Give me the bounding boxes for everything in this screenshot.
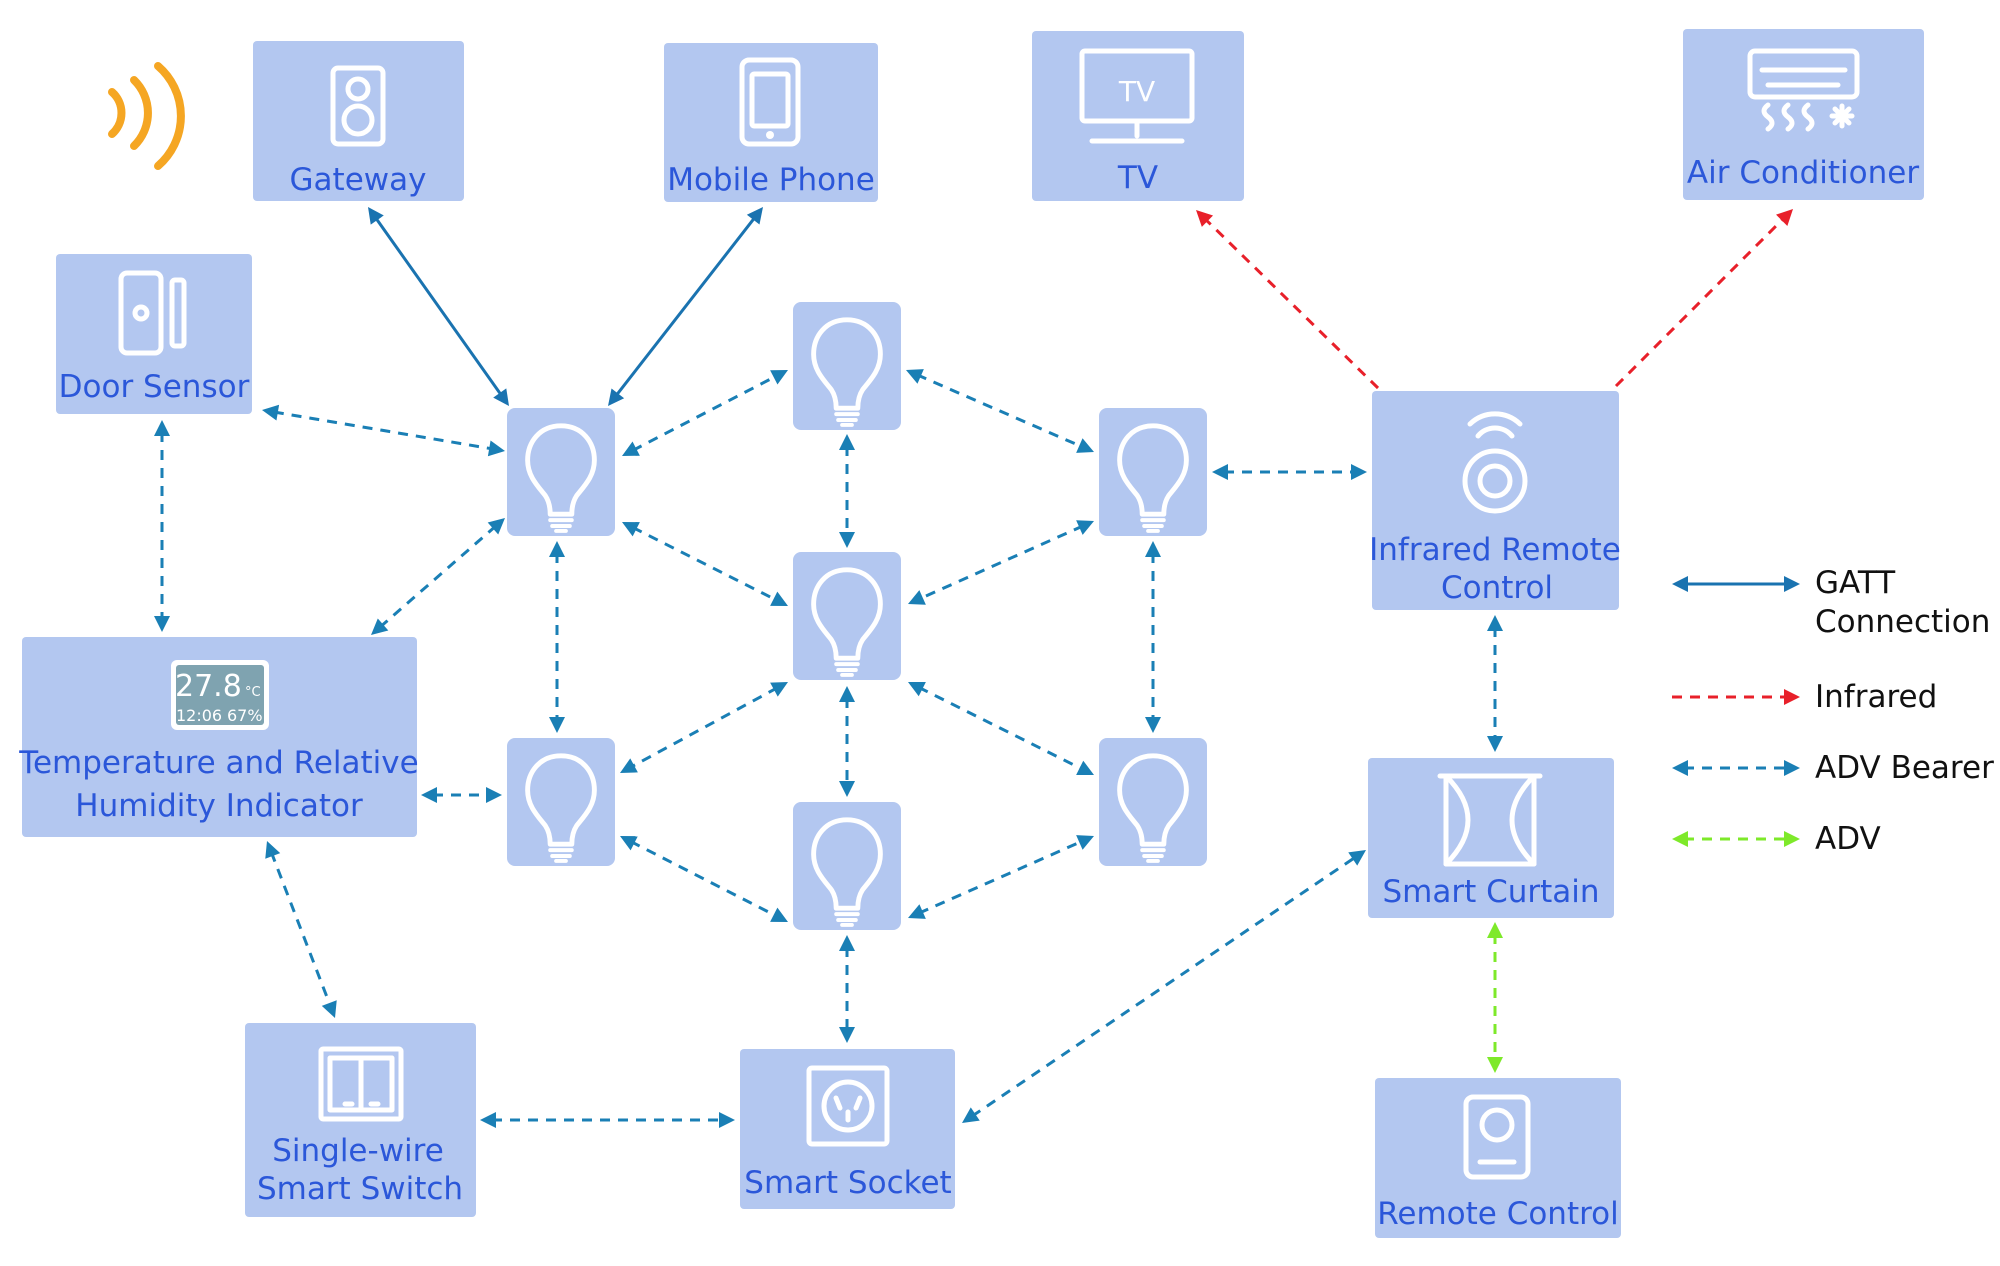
connection-lines (154, 207, 1793, 1128)
legend-adv-bearer-line (1672, 760, 1800, 776)
legend-infrared: Infrared (1815, 679, 1937, 715)
infrared-remote-node[interactable]: Infrared Remote Control (1369, 391, 1621, 610)
connection-bulb-4-to-bulb-7 (839, 686, 855, 797)
mobile-phone-node[interactable]: Mobile Phone (664, 43, 878, 202)
gateway-node[interactable]: Gateway (253, 41, 464, 201)
connection-bulb-7-to-smart-socket (839, 935, 855, 1043)
connection-bulb-1-to-bulb-2 (622, 370, 788, 456)
connection-bulb-1-to-bulb-4 (622, 522, 788, 606)
smart-curtain-node[interactable]: Smart Curtain (1368, 758, 1614, 918)
connection-bulb-3-to-bulb-4 (908, 520, 1094, 605)
tv-node[interactable]: TV TV (1032, 31, 1244, 201)
speaker-icon (330, 65, 386, 147)
connection-bulb-4-to-bulb-6 (908, 682, 1094, 775)
connection-infrared-remote-to-tv (1196, 210, 1380, 390)
remote-control-node[interactable]: Remote Control (1375, 1078, 1621, 1238)
legend-adv-bearer: ADV Bearer (1815, 750, 1994, 786)
lightbulb-node-2[interactable] (793, 302, 901, 430)
smart-socket-label: Smart Socket (744, 1165, 951, 1201)
legend-gatt-line (1672, 576, 1800, 592)
temp-humidity-label-line2: Humidity Indicator (75, 788, 363, 824)
gateway-label: Gateway (290, 162, 427, 198)
lcd-temp: 27.8 (175, 669, 242, 704)
legend-gatt-line2: Connection (1815, 604, 1990, 640)
lcd-temp-unit: °C (245, 685, 261, 700)
air-conditioner-label: Air Conditioner (1687, 155, 1919, 191)
legend: GATT Connection Infrared ADV Bearer ADV (1672, 565, 1994, 857)
smart-socket-node[interactable]: Smart Socket (740, 1049, 955, 1209)
lcd-humidity: 67% (227, 706, 263, 725)
connection-bulb-3-to-infrared-remote (1212, 464, 1367, 480)
curtain-icon (1437, 773, 1543, 867)
switch-icon (318, 1046, 404, 1122)
connection-infrared-remote-to-air-conditioner (1614, 209, 1793, 388)
socket-icon (806, 1065, 890, 1147)
lcd-display-icon: 27.8 °C 12:06 67% (171, 660, 269, 730)
connection-smart-curtain-to-remote-control (1487, 922, 1503, 1073)
legend-gatt-line1: GATT (1815, 565, 1896, 601)
legend-adv-line (1672, 831, 1800, 847)
infrared-remote-label-line2: Control (1441, 570, 1553, 606)
connection-bulb-1-to-temp-humidity (371, 518, 505, 635)
connection-bulb-2-to-bulb-3 (906, 369, 1094, 453)
lcd-time: 12:06 (176, 706, 222, 725)
connection-smart-socket-to-smart-curtain (962, 850, 1366, 1123)
connection-infrared-remote-to-smart-curtain (1487, 615, 1503, 752)
connection-mobile-phone-to-bulb-1 (608, 207, 763, 406)
mobile-phone-label: Mobile Phone (667, 162, 875, 198)
temp-humidity-node[interactable]: 27.8 °C 12:06 67% Temperature and Relati… (18, 637, 419, 837)
connection-bulb-3-to-bulb-6 (1145, 541, 1161, 733)
single-wire-switch-label-line1: Single-wire (272, 1133, 444, 1169)
lightbulb-node-1[interactable] (507, 408, 615, 536)
temp-humidity-label-line1: Temperature and Relative (18, 745, 418, 781)
air-conditioner-node[interactable]: Air Conditioner (1683, 29, 1924, 200)
connection-bulb-5-to-bulb-7 (620, 836, 788, 922)
tv-label: TV (1117, 160, 1158, 196)
connection-door-sensor-to-bulb-1 (262, 404, 505, 457)
legend-adv: ADV (1815, 821, 1881, 857)
legend-line-samples (1672, 576, 1800, 847)
connection-bulb-7-to-bulb-6 (908, 835, 1094, 919)
connection-gateway-to-bulb-1 (368, 207, 509, 406)
door-sensor-icon (118, 270, 187, 356)
connection-door-sensor-to-temp-humidity (154, 420, 170, 632)
connection-bulb-1-to-bulb-5 (549, 541, 565, 733)
phone-icon (739, 57, 801, 147)
single-wire-switch-node[interactable]: Single-wire Smart Switch (245, 1023, 476, 1217)
remote-control-label: Remote Control (1377, 1196, 1619, 1232)
connection-single-wire-switch-to-smart-socket (480, 1112, 735, 1128)
lightbulb-node-7[interactable] (793, 802, 901, 930)
infrared-remote-label-line1: Infrared Remote (1369, 532, 1621, 568)
lightbulb-node-5[interactable] (507, 738, 615, 866)
connection-temp-humidity-to-bulb-5 (421, 787, 502, 803)
tv-icon-text: TV (1118, 75, 1155, 108)
smart-curtain-label: Smart Curtain (1382, 874, 1599, 910)
connection-bulb-2-to-bulb-4 (839, 434, 855, 548)
single-wire-switch-label-line2: Smart Switch (257, 1171, 463, 1207)
wireless-signal-icon (108, 62, 185, 170)
lightbulb-node-4[interactable] (793, 552, 901, 680)
connection-bulb-4-to-bulb-5 (620, 682, 788, 773)
door-sensor-node[interactable]: Door Sensor (56, 254, 252, 414)
lightbulb-node-6[interactable] (1099, 738, 1207, 866)
door-sensor-label: Door Sensor (59, 369, 250, 405)
remote-icon (1463, 1094, 1531, 1180)
tv-icon: TV (1079, 48, 1195, 144)
legend-infrared-line (1672, 689, 1800, 705)
air-conditioner-icon (1747, 48, 1860, 132)
infrared-remote-icon (1462, 411, 1528, 514)
connection-temp-humidity-to-single-wire-switch (265, 841, 337, 1018)
lightbulb-node-3[interactable] (1099, 408, 1207, 536)
